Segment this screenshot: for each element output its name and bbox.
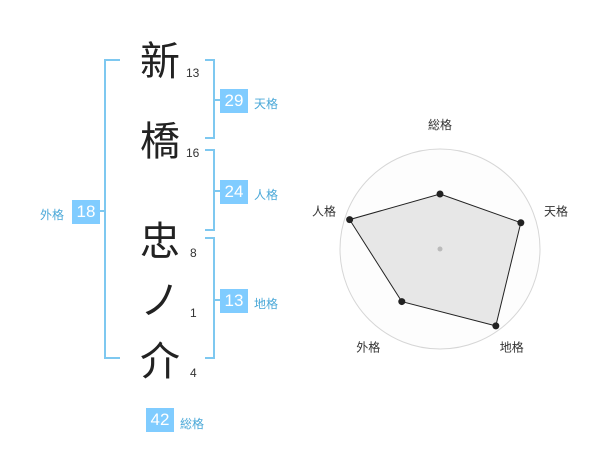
radar-axis-label: 外格 bbox=[356, 340, 380, 355]
name-char-5: 介 bbox=[140, 339, 180, 385]
radar-polygon bbox=[348, 193, 522, 327]
chikaku-badge: 13 bbox=[220, 289, 248, 313]
radar-axis-label: 天格 bbox=[544, 203, 568, 218]
tenkaku-label: 天格 bbox=[254, 97, 279, 111]
radar-axis-label: 人格 bbox=[312, 203, 336, 218]
jinkaku-badge: 24 bbox=[220, 180, 248, 204]
soukaku-label: 総格 bbox=[180, 417, 205, 431]
stroke-count-3: 8 bbox=[190, 246, 197, 260]
gaikaku-badge: 18 bbox=[72, 200, 100, 224]
radar-point bbox=[436, 190, 444, 198]
name-char-1: 新 bbox=[140, 39, 180, 85]
stroke-count-4: 1 bbox=[190, 306, 197, 320]
chikaku-bracket bbox=[205, 237, 215, 359]
tenkaku-badge: 29 bbox=[220, 89, 248, 113]
radar-axis-label: 総格 bbox=[428, 117, 452, 132]
radar-point bbox=[517, 219, 525, 227]
chikaku-label: 地格 bbox=[254, 297, 279, 311]
soukaku-badge: 42 bbox=[146, 408, 174, 432]
jinkaku-bracket bbox=[205, 149, 215, 231]
radar-point bbox=[346, 216, 354, 224]
radar-center bbox=[437, 246, 443, 252]
stroke-count-2: 16 bbox=[186, 146, 200, 160]
name-char-3: 忠 bbox=[140, 219, 180, 265]
name-char-4: ノ bbox=[140, 278, 180, 324]
stroke-count-1: 13 bbox=[186, 66, 200, 80]
radar-point bbox=[398, 298, 406, 306]
gaikaku-label: 外格 bbox=[40, 208, 65, 222]
stroke-count-5: 4 bbox=[190, 366, 197, 380]
gaikaku-bracket bbox=[104, 59, 120, 359]
radar-point bbox=[492, 322, 500, 330]
jinkaku-label: 人格 bbox=[254, 188, 279, 202]
radar-axis-label: 地格 bbox=[500, 340, 524, 355]
name-char-2: 橋 bbox=[140, 119, 180, 165]
